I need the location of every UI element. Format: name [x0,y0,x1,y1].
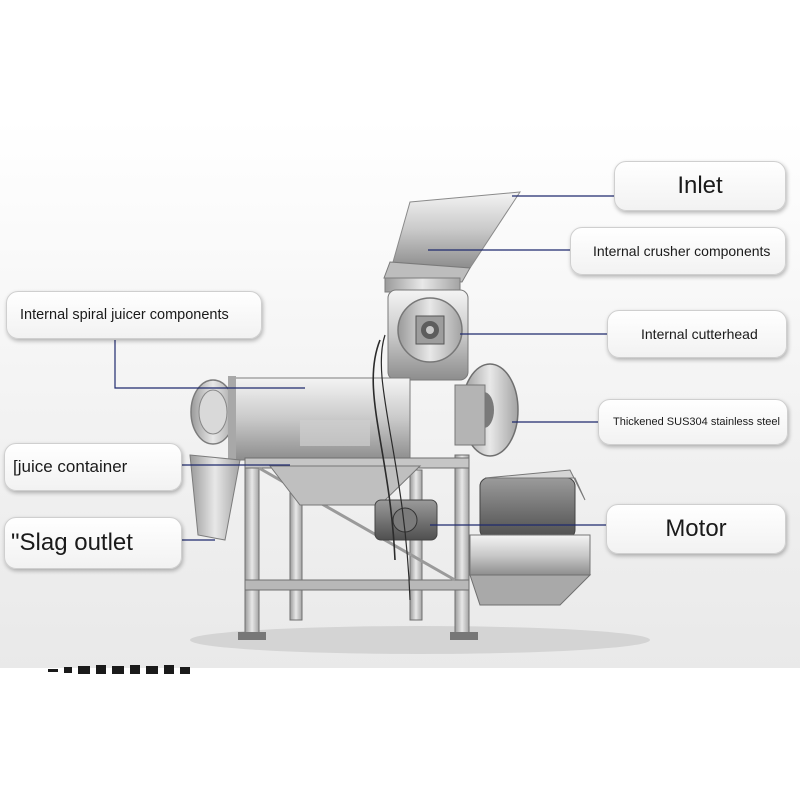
motor-stand [469,574,592,606]
label-crusher: Internal crusher components [593,243,771,259]
bearing-hub [426,326,434,334]
foot-left [238,632,266,640]
bottom-area [0,668,800,800]
label-spiral: Internal spiral juicer components [20,307,229,323]
callout-juice: [juice container [4,443,182,491]
motor-base [469,534,591,576]
leader-spiral [114,340,305,389]
pulley-guard [454,384,486,446]
label-inlet: Inlet [677,172,723,199]
brand-plate [300,420,370,446]
floor-shadow [190,626,650,654]
hopper-flange [383,261,471,283]
label-juice: [juice container [13,457,128,476]
spiral-drum [229,377,411,461]
drum-ring [228,376,236,462]
cropped-text-remnant [48,665,190,674]
power-cable-1 [372,339,396,561]
label-steel: Thickened SUS304 stainless steel [613,416,780,428]
motor-cover [484,469,586,501]
power-cable-2 [380,334,411,601]
callout-motor: Motor [606,504,786,554]
label-slag: "Slag outlet [11,529,133,556]
frame-crossbar-low [244,579,470,591]
callout-crusher: Internal crusher components [570,227,786,275]
slag-chute [189,454,241,541]
callout-cutterhead: Internal cutterhead [607,310,787,358]
label-cutterhead: Internal cutterhead [641,326,758,342]
callout-slag: "Slag outlet [4,517,182,569]
foot-right [450,632,478,640]
callout-inlet: Inlet [614,161,786,211]
callout-spiral: Internal spiral juicer components [6,291,262,339]
callout-steel: Thickened SUS304 stainless steel [598,399,788,445]
label-motor: Motor [665,515,727,542]
drum-end-inner [198,389,228,435]
